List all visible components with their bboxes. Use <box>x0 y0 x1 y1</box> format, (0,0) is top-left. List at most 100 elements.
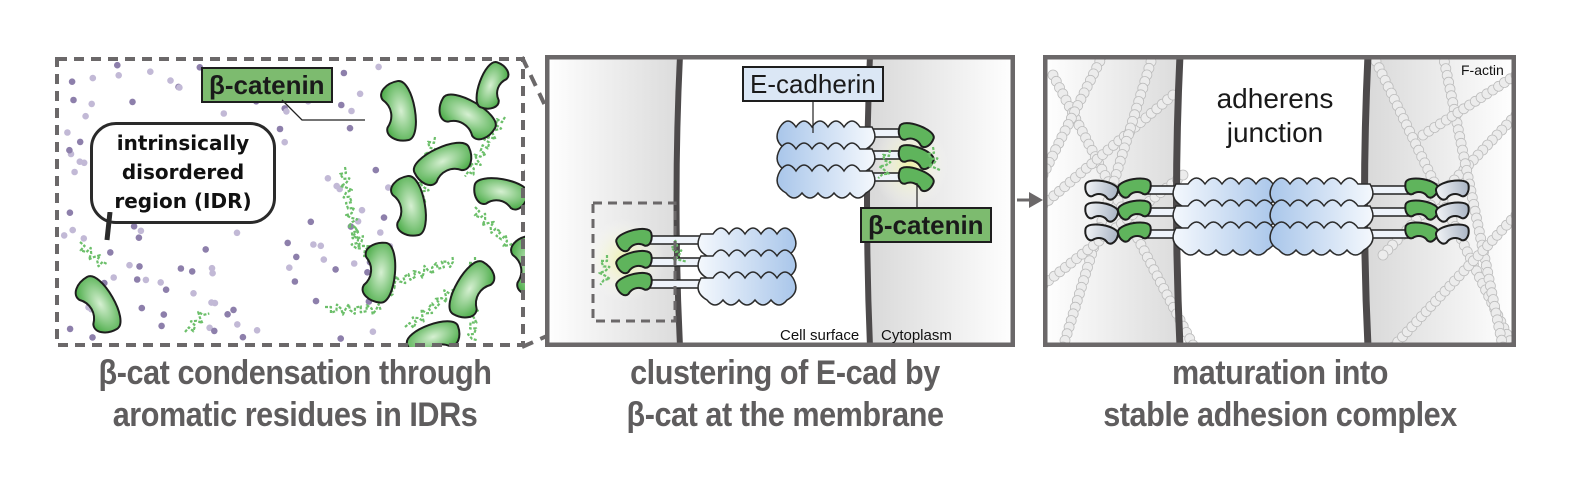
protein-dot <box>281 138 288 146</box>
protein-dot <box>348 107 355 115</box>
protein-dot <box>375 63 382 71</box>
protein-dot <box>209 269 216 277</box>
protein-dot <box>286 264 293 271</box>
protein-dot <box>107 249 114 256</box>
protein-dot <box>332 266 339 273</box>
beta-catenin-molecule <box>1116 221 1152 243</box>
beta-catenin-molecule <box>1116 199 1152 221</box>
f-actin-filament <box>1417 69 1516 141</box>
protein-dot <box>126 261 133 269</box>
beta-catenin-molecule <box>615 227 653 253</box>
idr-bubble-line-2: disordered <box>121 160 245 184</box>
protein-dot <box>224 311 231 318</box>
beta-catenin-label-panel1: β-catenin <box>201 67 333 103</box>
idr-bubble-pointer <box>104 212 113 241</box>
protein-dot <box>136 263 143 270</box>
e-cadherin-domain <box>1172 221 1277 256</box>
protein-dot <box>89 74 97 82</box>
protein-dot <box>158 322 165 330</box>
actin-monomer <box>1377 249 1389 261</box>
protein-dot <box>312 297 320 305</box>
protein-dot <box>356 90 364 98</box>
protein-dot <box>138 304 146 312</box>
idr-bubble-line-1: intrinsically <box>116 131 250 155</box>
caption-clustering: clustering of E-cad by β-cat at the memb… <box>560 352 1010 436</box>
zoom-region-frame <box>55 57 525 347</box>
protein-dot <box>66 146 73 154</box>
caption-clustering-line-2: β-cat at the membrane <box>626 396 944 434</box>
idr-bubble-line-3: region (IDR) <box>114 189 252 213</box>
protein-dot <box>338 101 345 109</box>
beta-catenin-molecule <box>406 320 461 347</box>
protein-dot <box>69 226 76 234</box>
protein-dot <box>202 246 209 253</box>
adherens-junction-line-2: junction <box>1226 117 1324 148</box>
idr-chain <box>79 241 109 268</box>
beta-catenin-label-panel2: β-catenin <box>860 207 992 243</box>
protein-dot <box>346 124 354 132</box>
cell-left-cytoplasm <box>545 55 677 347</box>
protein-dot <box>364 269 371 276</box>
idr-chain <box>404 288 457 329</box>
protein-dot <box>283 108 290 115</box>
protein-dot <box>293 253 300 261</box>
protein-dot <box>115 72 122 79</box>
cell-surface-label: Cell surface <box>780 327 860 344</box>
membrane-left <box>673 55 683 347</box>
protein-dot <box>130 223 138 230</box>
protein-dot <box>142 276 150 284</box>
protein-dot <box>220 110 228 117</box>
protein-dot <box>135 234 143 241</box>
protein-dot <box>380 214 388 221</box>
protein-dot <box>167 77 174 84</box>
idr-chain <box>374 255 455 292</box>
beta-catenin-molecule <box>897 166 935 193</box>
protein-dot <box>310 241 317 248</box>
protein-dot <box>64 129 71 136</box>
beta-catenin-molecule <box>1404 221 1440 243</box>
protein-dot <box>234 321 241 328</box>
protein-dot <box>76 158 84 165</box>
beta-catenin-molecule <box>897 122 935 149</box>
protein-dot <box>211 327 218 335</box>
protein-dot <box>147 68 154 75</box>
beta-catenin-molecule <box>1404 199 1440 221</box>
idr-chain <box>184 310 210 333</box>
beta-catenin-molecule <box>475 61 510 110</box>
protein-dot <box>176 84 183 91</box>
protein-dot <box>333 182 341 190</box>
protein-dot <box>320 256 328 263</box>
protein-dot <box>188 268 196 275</box>
protein-dot <box>133 276 141 283</box>
maturation-illustration <box>1043 55 1516 347</box>
protein-dot <box>230 306 237 314</box>
beta-catenin-molecule <box>615 271 653 297</box>
alpha-catenin-molecule <box>1084 179 1120 201</box>
cytoplasm-label: Cytoplasm <box>881 327 952 344</box>
protein-dot <box>160 311 168 318</box>
protein-dot <box>68 78 76 85</box>
protein-dot <box>114 61 121 69</box>
protein-dot <box>291 278 299 285</box>
adherens-junction-line-1: adherens <box>1216 83 1334 114</box>
beta-catenin-molecule <box>615 249 653 275</box>
protein-dot <box>340 69 348 77</box>
protein-dot <box>88 100 95 108</box>
caption-condensation-line-2: aromatic residues in IDRs <box>112 396 478 434</box>
protein-dot <box>82 112 89 120</box>
beta-catenin-molecule <box>510 235 525 297</box>
protein-dot <box>137 227 145 235</box>
beta-catenin-molecule <box>473 177 525 211</box>
e-cadherin-domain <box>776 164 876 199</box>
beta-catenin-molecule <box>390 175 427 237</box>
panel-frame <box>545 55 1015 347</box>
protein-dot <box>358 206 366 214</box>
caption-condensation: β-cat condensation through aromatic resi… <box>66 352 525 436</box>
protein-dot <box>239 333 247 341</box>
e-cadherin-domain <box>1269 221 1374 256</box>
caption-condensation-line-1: β-cat condensation through <box>98 354 492 392</box>
alpha-catenin-molecule <box>1084 223 1120 245</box>
protein-dot <box>284 239 291 247</box>
idr-chain <box>927 146 941 172</box>
beta-catenin-molecule <box>1404 177 1440 199</box>
